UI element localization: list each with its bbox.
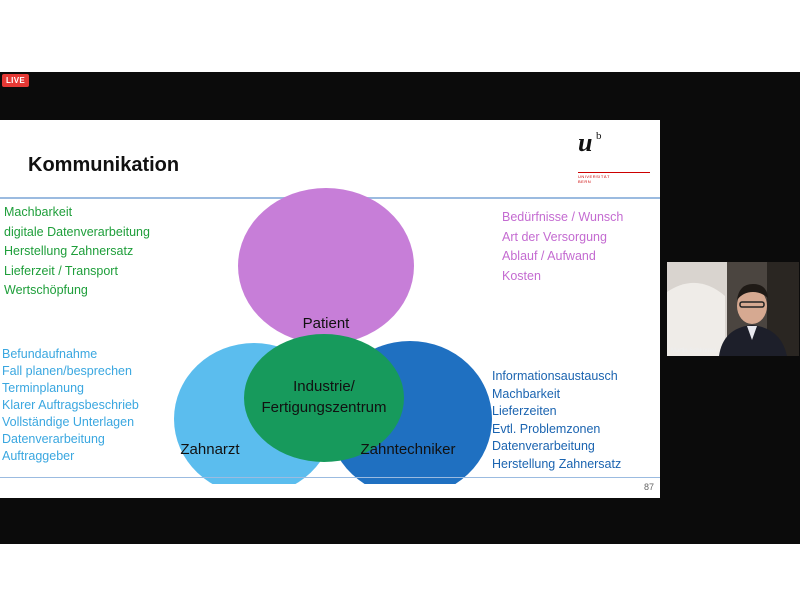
list-item: Terminplanung <box>2 381 84 395</box>
list-item: Lieferzeiten <box>492 404 557 418</box>
list-item: Klarer Auftragsbeschrieb <box>2 398 139 412</box>
slide-title: Kommunikation <box>28 154 180 176</box>
list-item: Machbarkeit <box>4 205 73 219</box>
list-zahntechniker: Informationsaustausch Machbarkeit Liefer… <box>492 368 621 473</box>
webcam-video <box>667 262 799 356</box>
venn-circle-center <box>244 334 404 462</box>
venn-circle-patient <box>238 188 414 344</box>
logo-text-line2: BERN <box>578 179 592 184</box>
logo-u: u <box>578 128 593 157</box>
list-item: Ablauf / Aufwand <box>502 249 596 263</box>
presentation-slide: Kommunikation u b UNIVERSITÄT BERN Machb… <box>0 120 660 498</box>
live-badge: LIVE <box>2 74 29 87</box>
list-item: Lieferzeit / Transport <box>4 263 118 278</box>
university-logo: u b UNIVERSITÄT BERN <box>578 128 650 190</box>
list-item: Informationsaustausch <box>492 369 618 383</box>
logo-text: UNIVERSITÄT BERN <box>578 174 610 184</box>
video-stage: LIVE Kommunikation u b UNIVERSITÄT BERN … <box>0 72 800 544</box>
list-item: Datenverarbeitung <box>492 439 595 453</box>
logo-text-line1: UNIVERSITÄT <box>578 174 610 179</box>
venn-label-center-line2: Fertigungszentrum <box>261 399 386 416</box>
list-item: Wertschöpfung <box>4 283 88 297</box>
venn-diagram: Patient Zahnarzt Zahntechniker Industrie… <box>174 188 492 484</box>
list-item: Machbarkeit <box>492 386 561 401</box>
venn-label-center-line1: Industrie/ <box>293 378 356 395</box>
logo-b: b <box>596 130 602 142</box>
list-zahnarzt: Befundaufnahme Fall planen/besprechen Te… <box>2 346 139 465</box>
logo-rule <box>578 172 650 173</box>
venn-label-zahntechniker: Zahntechniker <box>360 441 455 458</box>
slide-page-number: 87 <box>643 482 654 492</box>
participant-name: Martin Schimmel <box>671 348 716 354</box>
venn-label-zahnarzt: Zahnarzt <box>180 441 240 458</box>
list-industry: Machbarkeit digitale Datenverarbeitung H… <box>4 203 150 301</box>
list-item: Herstellung Zahnersatz <box>492 456 622 471</box>
list-item: Bedürfnisse / Wunsch <box>502 210 624 224</box>
list-item: Evtl. Problemzonen <box>492 421 601 436</box>
list-patient: Bedürfnisse / Wunsch Art der Versorgung … <box>502 208 623 286</box>
list-item: Auftraggeber <box>2 449 75 463</box>
footer-rule <box>0 477 660 478</box>
list-item: Herstellung Zahnersatz <box>4 244 134 258</box>
list-item: Befundaufnahme <box>2 347 98 361</box>
list-item: Fall planen/besprechen <box>2 364 132 378</box>
list-item: Art der Versorgung <box>502 229 607 244</box>
venn-label-patient: Patient <box>303 315 351 332</box>
list-item: Vollständige Unterlagen <box>2 415 135 429</box>
list-item: Datenverarbeitung <box>2 432 105 446</box>
list-item: Kosten <box>502 268 541 283</box>
list-item: digitale Datenverarbeitung <box>4 224 150 239</box>
webcam-tile[interactable]: Martin Schimmel <box>667 262 799 356</box>
